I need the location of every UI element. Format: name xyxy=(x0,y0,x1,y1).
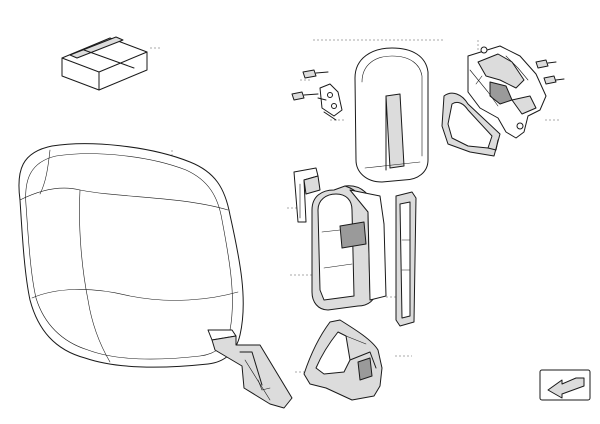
screw-top-small xyxy=(302,69,329,79)
packaging-box xyxy=(61,36,148,91)
trim-bezel xyxy=(441,92,501,157)
screw-right-top xyxy=(535,59,557,69)
trim-strip xyxy=(395,191,417,327)
screw-right-bottom xyxy=(543,75,565,85)
headrest-support-bar xyxy=(207,329,293,409)
actuator-mechanism xyxy=(467,45,547,139)
lower-trim-cover xyxy=(303,319,383,401)
headrest-cushion xyxy=(18,143,244,368)
guide-clip xyxy=(293,167,321,223)
screw-middle xyxy=(291,91,319,101)
navigation-arrow[interactable] xyxy=(539,369,591,401)
mounting-clip xyxy=(317,83,343,121)
guide-sleeve-housing xyxy=(311,185,387,311)
cover-cap xyxy=(354,47,429,183)
